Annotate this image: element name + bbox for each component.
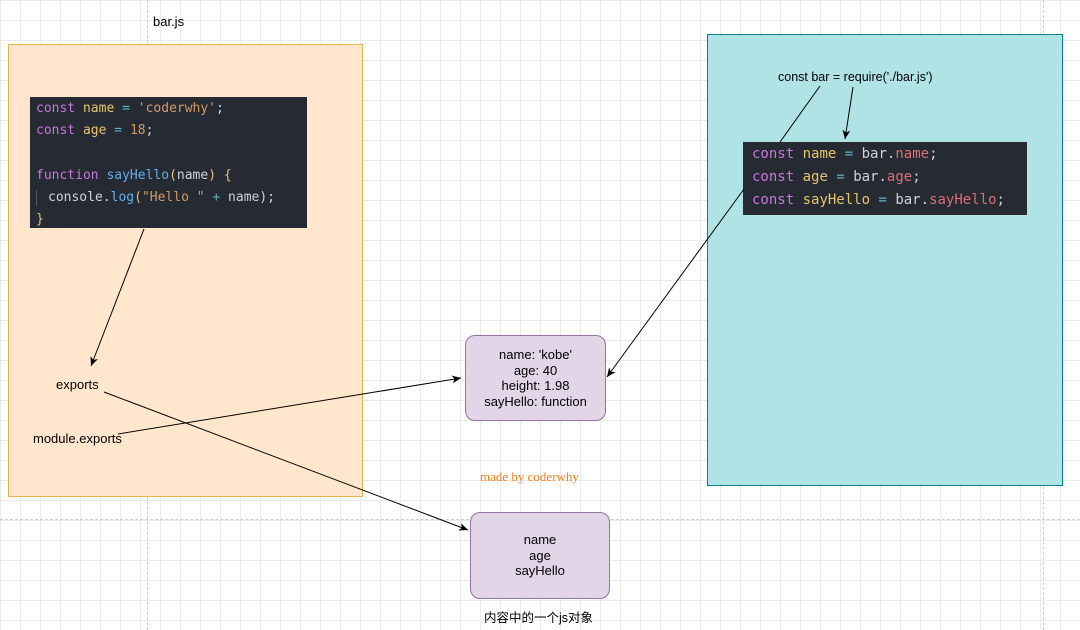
code-line: const age = bar.age;: [752, 166, 1027, 189]
code-token: [794, 169, 802, 185]
indent-guide: [36, 189, 37, 206]
code-line: const age = 18;: [36, 120, 307, 142]
code-token: name: [802, 146, 837, 162]
code-token: =: [827, 169, 854, 185]
code-token: const: [752, 146, 795, 162]
exported-object-node: name: 'kobe' age: 40 height: 1.98 sayHel…: [465, 335, 606, 421]
original-exports-object-node: name age sayHello: [470, 512, 610, 599]
code-token: .: [886, 146, 896, 162]
object-line: name: [523, 532, 557, 548]
object-line: age: [529, 547, 551, 563]
code-token: 18: [129, 123, 146, 139]
code-line: [36, 143, 307, 165]
code-token: age: [886, 169, 913, 185]
main-module-panel: [707, 34, 1063, 486]
code-token: name: [228, 190, 260, 206]
code-token: sayHello: [106, 167, 170, 183]
object-line: sayHello: function: [484, 393, 587, 409]
code-line: function sayHello(name) {: [36, 165, 307, 187]
module-exports-label: module.exports: [33, 431, 122, 446]
code-token: const: [36, 123, 76, 139]
file-title: bar.js: [153, 14, 185, 29]
code-token: +: [204, 190, 229, 206]
code-token: ;: [996, 192, 1005, 208]
object-line: name: 'kobe': [499, 347, 572, 362]
code-token: const: [36, 101, 76, 116]
code-token: sayHello: [802, 192, 871, 208]
code-token: name: [82, 101, 115, 116]
code-token: .: [920, 192, 930, 208]
code-token: ;: [145, 123, 154, 139]
code-token: bar: [895, 192, 921, 208]
code-token: (: [134, 190, 142, 206]
code-token: }: [36, 212, 44, 228]
code-token: [75, 101, 83, 116]
code-token: age: [802, 169, 828, 185]
object-line: height: 1.98: [501, 378, 570, 393]
code-token: .: [102, 190, 111, 206]
watermark: made by coderwhy: [480, 469, 579, 484]
require-label: const bar = require('./bar.js'): [778, 70, 933, 84]
code-token: =: [106, 123, 130, 139]
code-token: ;: [929, 146, 938, 162]
code-token: console: [48, 190, 103, 206]
code-token: [794, 192, 802, 208]
code-token: age: [82, 123, 107, 139]
code-token: log: [110, 190, 135, 206]
code-line: }: [36, 209, 307, 231]
code-token: ;: [912, 169, 921, 185]
code-token: [794, 146, 802, 162]
object-line: sayHello: [515, 563, 565, 579]
code-token: sayHello: [929, 192, 997, 208]
names-node-caption: 内容中的一个js对象: [484, 611, 594, 625]
code-token: =: [114, 101, 138, 116]
destructure-code-block: const name = bar.name;const age = bar.ag…: [743, 142, 1027, 215]
code-token: (: [169, 167, 177, 183]
code-line: const sayHello = bar.sayHello;: [752, 189, 1027, 212]
code-token: =: [870, 192, 896, 208]
code-line: const name = 'coderwhy';: [36, 98, 307, 120]
code-token: const: [752, 192, 795, 208]
code-token: .: [878, 169, 887, 185]
code-token: bar: [861, 146, 887, 162]
code-token: [75, 123, 83, 138]
object-line: age: 40: [513, 362, 558, 378]
code-token: =: [836, 146, 862, 162]
exports-label: exports: [56, 377, 99, 392]
code-token: ;: [216, 101, 224, 116]
code-line: console.log("Hello " + name);: [36, 187, 307, 209]
code-token: );: [259, 190, 276, 206]
code-line: const name = bar.name;: [752, 143, 1027, 166]
code-token: 'coderwhy': [137, 101, 217, 116]
code-token: name: [895, 146, 930, 162]
bar-js-code-block: const name = 'coderwhy';const age = 18;f…: [30, 97, 307, 228]
code-token: [216, 168, 224, 183]
code-token: ): [208, 167, 217, 183]
code-token: {: [223, 167, 232, 183]
code-token: const: [752, 169, 795, 185]
code-token: name: [176, 167, 209, 183]
code-token: function: [36, 167, 99, 183]
code-token: bar: [853, 169, 879, 185]
code-token: "Hello ": [141, 190, 205, 206]
